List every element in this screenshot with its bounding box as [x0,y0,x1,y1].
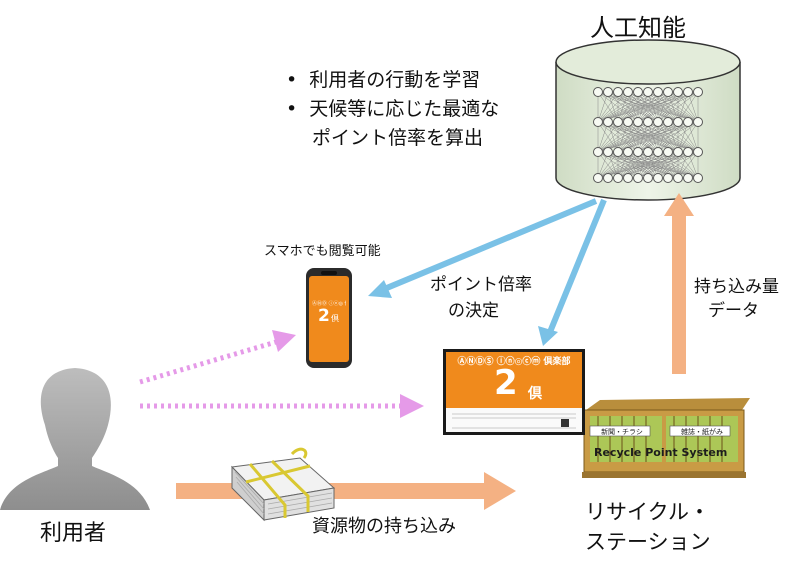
smartphone-screen-value: 2 [318,306,330,326]
smartphone-caption: スマホでも閲覧可能 [264,244,381,259]
data-label-line2: データ [708,301,759,321]
neural-node [593,87,603,97]
neural-node [593,173,603,183]
neural-node [673,117,683,127]
neural-node [653,87,663,97]
neural-node [643,173,653,183]
point-display-icon [443,349,585,435]
station-tag-left: 新聞・チラシ [601,428,643,436]
data-label-line1: 持ち込み量 [694,277,779,297]
station-tag-right: 雑誌・紙がみ [681,428,723,436]
neural-node [643,117,653,127]
neural-node [633,87,643,97]
user-label: 利用者 [40,521,107,546]
bullet-icon: • [286,98,310,120]
recycle-station-icon [582,398,750,478]
neural-node [653,147,663,157]
neural-node [663,87,673,97]
display-value: 2 [494,363,518,403]
neural-node [613,173,623,183]
station-label-line2: ステーション [585,530,711,554]
display-unit: 倶 [528,386,542,402]
user-to-display-dotted-arrow [140,394,424,418]
neural-node [693,87,703,97]
neural-node [603,173,613,183]
neural-node [693,117,703,127]
neural-node [683,87,693,97]
neural-node [643,87,653,97]
neural-node [593,147,603,157]
display-header: ⒶⓃⒹⓈ ⓘⓝ◎ⓒⓜ 倶楽部 [457,357,571,367]
neural-node [693,173,703,183]
neural-node [633,173,643,183]
ai-cylinder [555,39,741,201]
neural-node [613,87,623,97]
neural-node [663,173,673,183]
neural-node [603,147,613,157]
neural-node [673,147,683,157]
carry-in-arrow [176,472,516,510]
neural-node [613,147,623,157]
ai-to-display-arrow [538,198,607,346]
neural-node [683,173,693,183]
ai-to-phone-arrow [368,198,598,298]
station-label-line1: リサイクル・ [585,500,710,524]
smartphone-screen-unit: 倶 [331,314,339,323]
neural-node [673,87,683,97]
neural-node [663,117,673,127]
station-sign: Recycle Point System [594,446,728,459]
data-up-arrow [664,193,694,374]
point-decision-label-line2: の決定 [448,301,499,321]
neural-node [603,87,613,97]
ai-bullet-1: 利用者の行動を学習 [309,69,481,91]
neural-node [653,117,663,127]
newspaper-bundle-icon [230,447,336,522]
ai-bullet-2-cont: ポイント倍率を算出 [312,127,484,149]
point-decision-label-line1: ポイント倍率 [430,275,532,295]
bullet-icon: • [286,69,310,91]
neural-node [693,147,703,157]
neural-node [633,147,643,157]
neural-node [633,117,643,127]
ai-bullet-2: 天候等に応じた最適な [309,98,500,120]
neural-node [613,117,623,127]
neural-node [673,173,683,183]
neural-node [623,117,633,127]
neural-node [603,117,613,127]
neural-node [623,173,633,183]
neural-node [623,87,633,97]
user-to-phone-dotted-arrow [139,330,296,385]
carry-in-label: 資源物の持ち込み [312,516,456,537]
neural-node [623,147,633,157]
neural-node [683,147,693,157]
neural-node [653,173,663,183]
neural-node [683,117,693,127]
smartphone-icon [306,268,352,368]
user-silhouette-icon [0,368,150,510]
neural-node [593,117,603,127]
ai-description-list: • 利用者の行動を学習 • 天候等に応じた最適な ポイント倍率を算出 [286,66,499,153]
neural-node [663,147,673,157]
ai-title: 人工知能 [590,14,686,42]
neural-node [643,147,653,157]
smartphone-screen-header: ⒶⓃⒹ ⓘⓝ◎ 倶楽部 [312,301,346,307]
